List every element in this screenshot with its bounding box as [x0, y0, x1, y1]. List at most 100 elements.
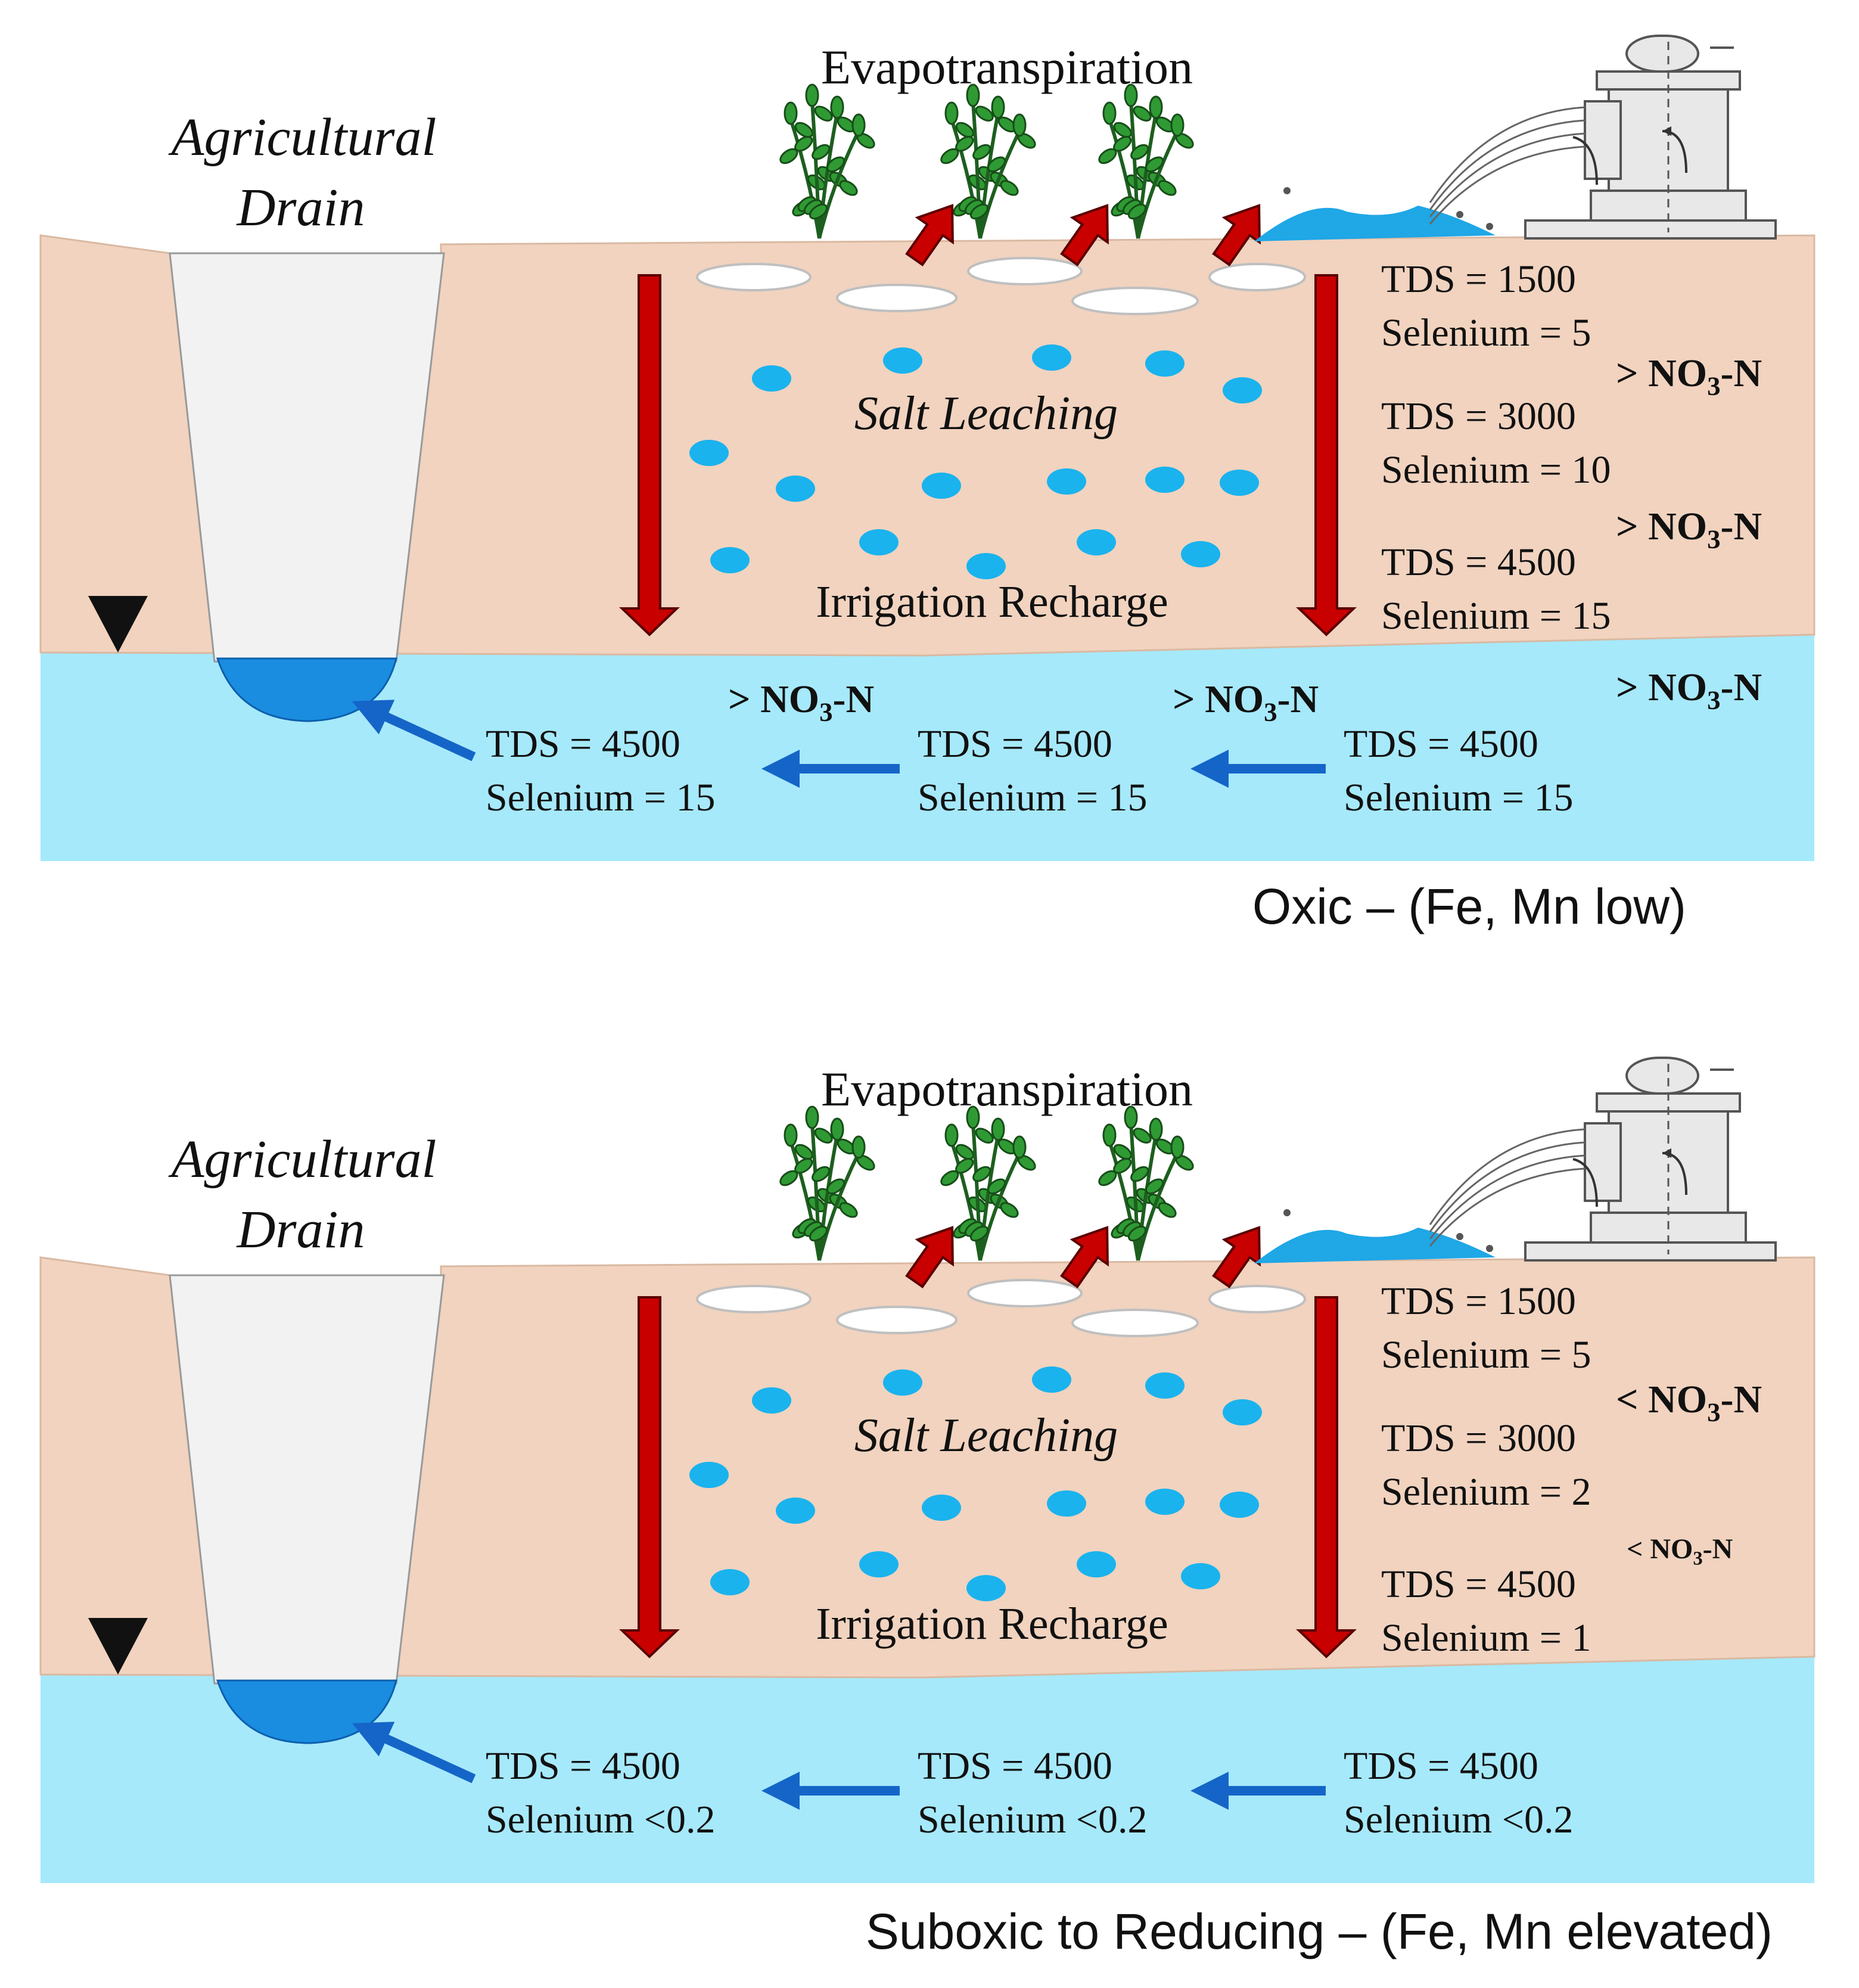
plant-leaf [1124, 83, 1138, 107]
plant-leaf [987, 1178, 1006, 1195]
plant-leaf [969, 203, 989, 220]
plant-leaf [987, 156, 1006, 173]
drain-water [216, 657, 397, 722]
irrigation-recharge-label: Irrigation Recharge [816, 1599, 1168, 1649]
plant-leaf [839, 180, 858, 196]
salt-droplet [710, 1569, 750, 1595]
plant-stem [978, 130, 1021, 239]
drain-label: Drain [235, 1200, 365, 1259]
salt-droplet [1145, 1372, 1185, 1399]
drain-label: Drain [235, 178, 365, 237]
water-droplet [1456, 1233, 1463, 1240]
plant-leaf [955, 122, 974, 138]
nitrate-operator: > [1616, 666, 1639, 709]
salt-crust [836, 1306, 958, 1334]
groundwater-flow-arrow [352, 700, 476, 762]
pump-flow-path [1572, 1158, 1598, 1207]
nitrate-operator: > [1616, 352, 1639, 395]
salt-droplet [689, 440, 729, 466]
nitrate-subscript: 3 [1707, 1397, 1720, 1427]
plant-icon [1098, 83, 1194, 239]
nitrate-base: NO [1648, 505, 1707, 548]
pump-motor-cap [1625, 35, 1699, 73]
vadose-selenium-value: Selenium = 2 [1381, 1470, 1591, 1514]
drain-channel [169, 252, 445, 663]
plant-stem [817, 113, 839, 239]
vadose-tds-value: TDS = 3000 [1381, 395, 1576, 438]
nitrate-indicator: >NO3-N [1616, 352, 1762, 401]
salt-droplet [883, 347, 922, 374]
irrigation-stream-line [1429, 1141, 1586, 1232]
plant-leaf [1127, 1225, 1147, 1242]
plant-leaf [1113, 1158, 1132, 1174]
pump-flow-head [1662, 126, 1671, 136]
vadose-tds-value: TDS = 4500 [1381, 541, 1576, 584]
irrigation-stream-line [1429, 145, 1586, 225]
nitrate-base: NO [1648, 352, 1707, 395]
plant-stem [978, 113, 1000, 239]
salt-crust [967, 1279, 1083, 1307]
arrow-body [905, 1226, 954, 1288]
evapotranspiration-arrow [1060, 204, 1109, 266]
nitrate-subscript: 3 [1264, 697, 1277, 727]
groundwater-zone [41, 635, 1814, 861]
nitrate-subscript: 3 [1693, 1548, 1702, 1570]
plant-leaf [1127, 203, 1147, 220]
groundwater-zone [41, 1657, 1814, 1883]
salt-droplet [752, 1387, 791, 1414]
plant-icon [779, 1105, 875, 1261]
plant-leaf [794, 1158, 813, 1174]
redox-condition-caption: Oxic – (Fe, Mn low) [1252, 878, 1686, 934]
vadose-selenium-value: Selenium = 15 [1381, 594, 1611, 638]
aquifer-nitrate-indicator: >NO3-N [1173, 678, 1319, 727]
evapotranspiration-label: Evapotranspiration [821, 40, 1193, 94]
plant-leaf [1170, 113, 1185, 137]
pump-icon [1283, 35, 1777, 240]
plant-icon [940, 83, 1036, 239]
salt-droplet [710, 547, 750, 573]
nitrate-indicator: <NO3-N [1616, 1378, 1762, 1427]
nitrate-subscript: 3 [1707, 524, 1720, 554]
plant-leaf [944, 1123, 959, 1147]
salt-droplet [1047, 1490, 1086, 1517]
salt-crust [696, 1285, 812, 1313]
aquifer-selenium-value: Selenium <0.2 [1344, 1798, 1574, 1841]
plant-leaf [812, 144, 831, 160]
salt-droplet [776, 1498, 815, 1524]
pump-flow-path [1572, 136, 1598, 185]
salt-droplet [922, 473, 961, 499]
nitrate-base: NO [1650, 1533, 1693, 1565]
plant-icon [1098, 1105, 1194, 1261]
nitrate-suffix: -N [1721, 1378, 1762, 1421]
groundwater-flow-arrow [352, 1722, 476, 1784]
nitrate-operator: < [1616, 1378, 1639, 1421]
salt-droplet [1223, 377, 1262, 403]
water-table-icon [88, 596, 148, 653]
nitrate-suffix: -N [1277, 678, 1319, 721]
plant-leaf [975, 1127, 994, 1144]
pump-outlet [1584, 1122, 1622, 1202]
plant-leaf [794, 122, 813, 138]
evapotranspiration-arrow [905, 204, 954, 266]
aquifer-tds-value: TDS = 4500 [918, 722, 1112, 766]
plant-stem [1136, 1135, 1158, 1261]
evapotranspiration-arrow [1212, 204, 1261, 266]
nitrate-suffix: -N [1721, 505, 1762, 548]
irrigation-stream-line [1429, 1154, 1586, 1240]
evapotranspiration-label: Evapotranspiration [821, 1062, 1193, 1116]
vadose-selenium-value: Selenium = 10 [1381, 448, 1611, 492]
plant-leaf [812, 1166, 831, 1182]
nitrate-base: NO [1648, 666, 1707, 709]
salt-droplet [752, 365, 791, 392]
plant-stem [1136, 130, 1179, 239]
plant-leaf [805, 83, 819, 107]
plant-leaf [1145, 1178, 1164, 1195]
aquifer-selenium-value: Selenium <0.2 [486, 1798, 716, 1841]
plant-leaf [851, 113, 866, 137]
pump-outlet [1584, 100, 1622, 180]
aquifer-selenium-value: Selenium = 15 [1344, 776, 1574, 819]
salt-droplet [1220, 470, 1259, 496]
arrow-body [1212, 204, 1261, 266]
plant-icon [779, 83, 875, 239]
salt-crust [696, 263, 812, 291]
